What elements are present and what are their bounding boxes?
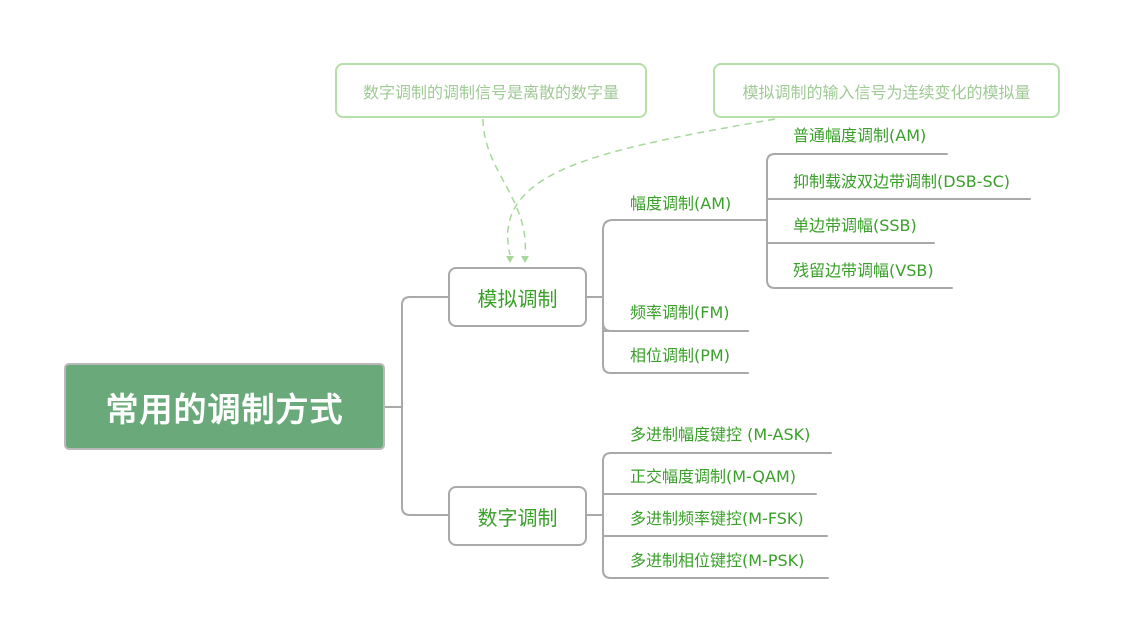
connector-am-branch — [764, 153, 1031, 289]
topic-am-ssb[interactable]: 单边带调幅(SSB) — [793, 216, 917, 235]
note-digital-modulation[interactable]: 数字调制的调制信号是离散的数字量 — [335, 63, 647, 118]
topic-m-psk[interactable]: 多进制相位键控(M-PSK) — [630, 551, 805, 570]
root-topic[interactable]: 常用的调制方式 — [64, 363, 385, 450]
arrow-head-analog-note — [506, 256, 514, 263]
topic-m-qam[interactable]: 正交幅度调制(M-QAM) — [630, 467, 796, 486]
topic-m-ask[interactable]: 多进制幅度键控 (M-ASK) — [630, 425, 811, 444]
connector-analog-branch — [586, 219, 766, 374]
topic-m-fsk[interactable]: 多进制频率键控(M-FSK) — [630, 509, 804, 528]
connector-digital-branch — [586, 452, 832, 579]
connector-root-trunk — [384, 296, 449, 516]
note-analog-modulation[interactable]: 模拟调制的输入信号为连续变化的模拟量 — [713, 63, 1060, 118]
topic-am-standard[interactable]: 普通幅度调制(AM) — [793, 126, 927, 145]
dashed-link-digital-note — [482, 118, 527, 256]
connector-analog-fm — [602, 321, 749, 332]
topic-analog-modulation[interactable]: 模拟调制 — [448, 267, 587, 327]
topic-am[interactable]: 幅度调制(AM) — [630, 194, 732, 213]
dashed-link-analog-note — [507, 118, 776, 256]
arrow-head-digital-note — [521, 256, 529, 263]
topic-pm[interactable]: 相位调制(PM) — [630, 346, 730, 365]
topic-am-dsb-sc[interactable]: 抑制载波双边带调制(DSB-SC) — [793, 172, 1011, 191]
topic-digital-modulation[interactable]: 数字调制 — [448, 486, 587, 546]
topic-am-vsb[interactable]: 残留边带调幅(VSB) — [793, 261, 934, 280]
topic-fm[interactable]: 频率调制(FM) — [630, 303, 730, 322]
